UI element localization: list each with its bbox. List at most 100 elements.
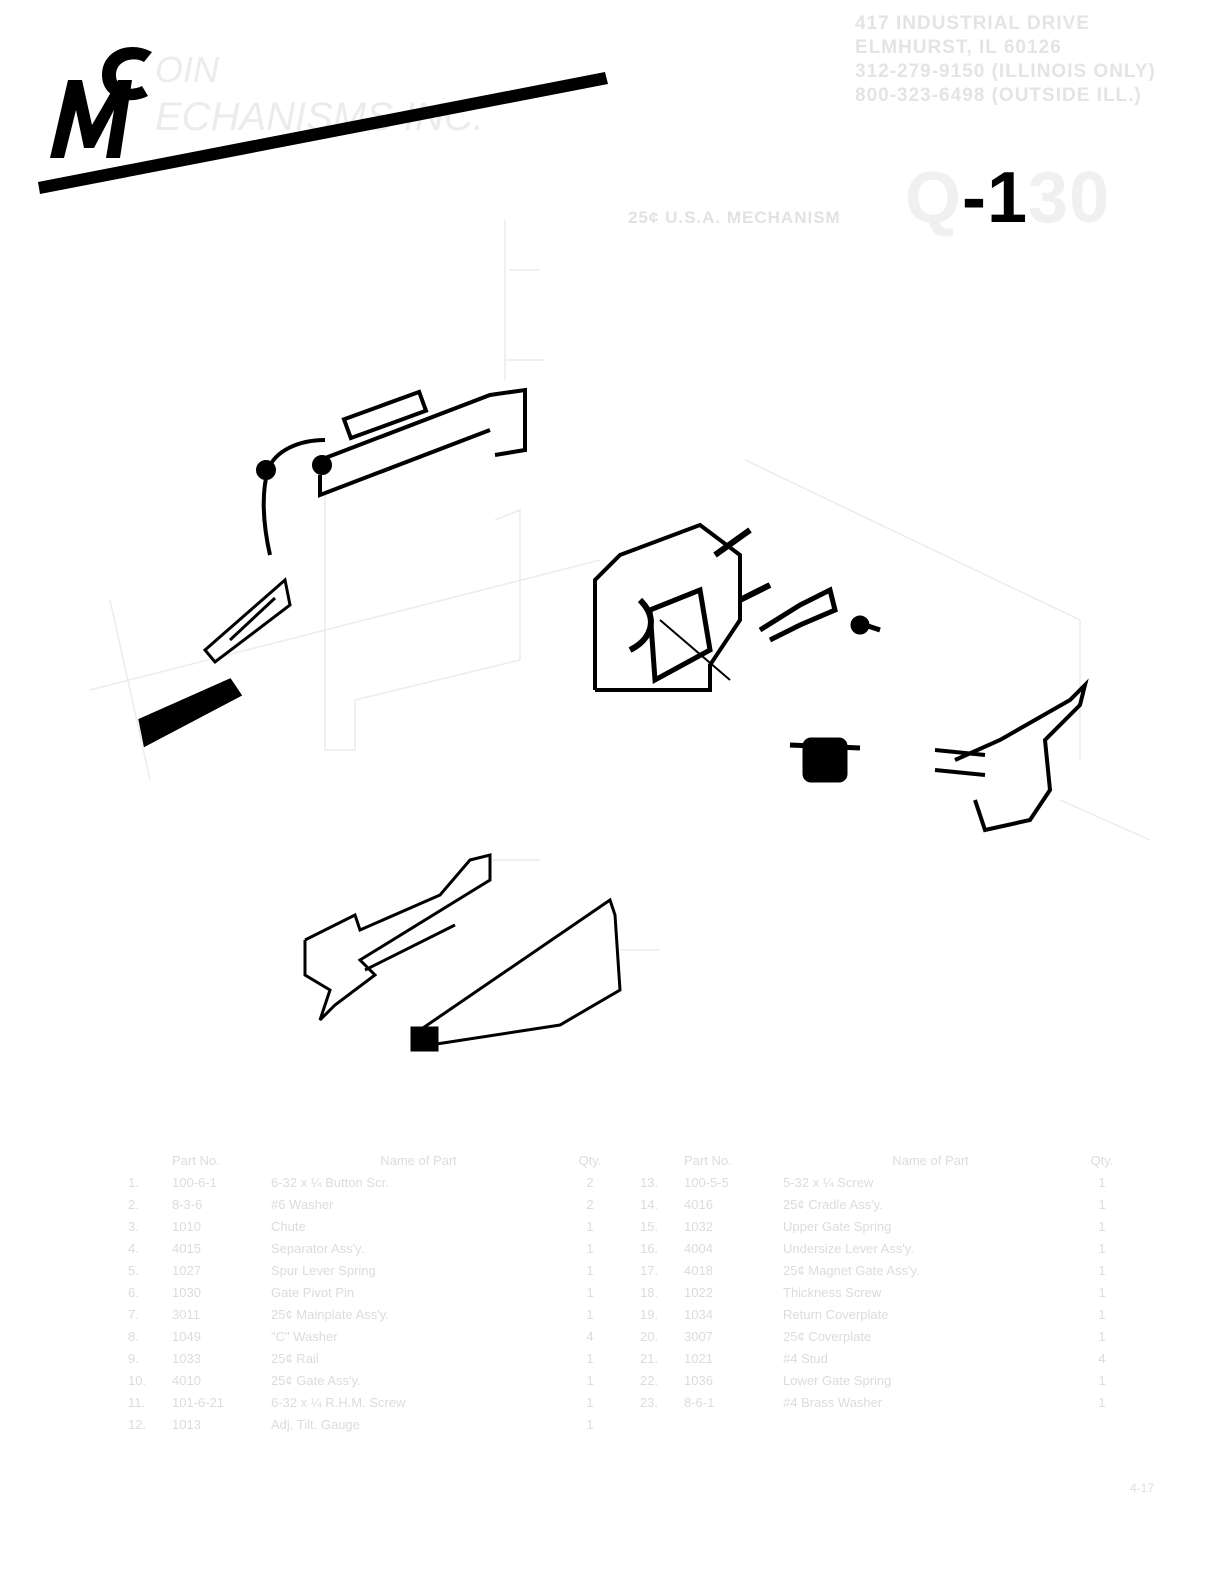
quantity: 1 [586, 1351, 594, 1366]
address-line: 312-279-9150 (ILLINOIS ONLY) [855, 61, 1156, 82]
part-number: 1027 [172, 1263, 201, 1278]
address-line: 800-323-6498 (OUTSIDE ILL.) [855, 85, 1142, 106]
part-number: 1022 [684, 1285, 713, 1300]
item-number: 9. [128, 1351, 139, 1366]
header-qty: Qty. [578, 1153, 602, 1168]
logo-letter-m [50, 80, 132, 158]
header-part-no: Part No. [684, 1153, 732, 1168]
part-name: 5-32 x ¼ Screw [783, 1175, 874, 1190]
item-number: 19. [640, 1307, 659, 1322]
part-number: 1032 [684, 1219, 713, 1234]
parts-list-left: Part No. Name of Part Qty. 1. 100-6-1 6-32… [128, 1150, 608, 1436]
company-logo: OIN ECHANISMS INC. [38, 46, 608, 194]
leader-lines [89, 220, 1151, 951]
part-number: 8-6-1 [684, 1395, 715, 1410]
part-number: 100-6-1 [172, 1175, 217, 1190]
parts-row: 5. 1027 Spur Lever Spring 1 [128, 1260, 608, 1282]
header-name: Name of Part [380, 1153, 457, 1168]
quantity: 1 [1098, 1329, 1106, 1344]
model-number: Q-130 [905, 158, 1110, 238]
item-number: 18. [640, 1285, 659, 1300]
item-number: 23. [640, 1395, 659, 1410]
part-name: #4 Stud [783, 1351, 828, 1366]
item-number: 20. [640, 1329, 659, 1344]
svg-text:OIN: OIN [155, 49, 220, 90]
item-number: 6. [128, 1285, 139, 1300]
header-qty: Qty. [1090, 1153, 1114, 1168]
quantity: 4 [586, 1329, 594, 1344]
part-number: 1034 [684, 1307, 713, 1322]
quantity: 1 [586, 1263, 594, 1278]
part-name: "C" Washer [271, 1329, 338, 1344]
quantity: 1 [1098, 1263, 1106, 1278]
part-name: 6-32 x ¼ Button Scr. [271, 1175, 389, 1190]
item-number: 14. [640, 1197, 659, 1212]
part-name: 25¢ Mainplate Ass'y. [271, 1307, 389, 1322]
part-number: 4004 [684, 1241, 713, 1256]
item-number: 1. [128, 1175, 139, 1190]
separator-and-rail [138, 577, 292, 748]
item-number: 5. [128, 1263, 139, 1278]
item-number: 11. [128, 1395, 146, 1410]
magnet-gate [789, 737, 861, 783]
logo-letter-c [102, 46, 152, 101]
part-name: #6 Washer [271, 1197, 334, 1212]
part-number: 4015 [172, 1241, 201, 1256]
parts-header-row: Part No. Name of Part Qty. [640, 1150, 1120, 1172]
quantity: 1 [1098, 1197, 1106, 1212]
address-line: ELMHURST, IL 60126 [855, 37, 1062, 58]
item-number: 17. [640, 1263, 659, 1278]
part-number: 3011 [172, 1307, 200, 1322]
undersize-lever [758, 586, 881, 643]
quantity: 2 [586, 1197, 594, 1212]
part-number: 1010 [172, 1219, 201, 1234]
quantity: 1 [586, 1373, 594, 1388]
item-number: 12. [128, 1417, 147, 1432]
part-name: Adj. Tilt. Gauge [271, 1417, 360, 1432]
quantity: 1 [1098, 1395, 1106, 1410]
page-number: 4-17 [1130, 1481, 1155, 1495]
part-name: Upper Gate Spring [783, 1219, 892, 1234]
item-number: 22. [640, 1373, 659, 1388]
part-name: Lower Gate Spring [783, 1373, 892, 1388]
item-number: 13. [640, 1175, 659, 1190]
quantity: 1 [586, 1417, 594, 1432]
model-dash-one: -1 [962, 158, 1029, 238]
part-number: 4018 [684, 1263, 713, 1278]
quantity: 1 [1098, 1307, 1106, 1322]
quantity: 1 [586, 1285, 594, 1300]
part-name: Thickness Screw [783, 1285, 882, 1300]
part-number: 1049 [172, 1329, 201, 1344]
part-number: 1021 [684, 1351, 713, 1366]
part-name: Spur Lever Spring [271, 1263, 376, 1278]
quantity: 1 [586, 1241, 594, 1256]
part-number: 101-6-21 [172, 1395, 225, 1410]
model-prefix: Q [905, 158, 963, 238]
header-part-no: Part No. [172, 1153, 220, 1168]
header-name: Name of Part [892, 1153, 969, 1168]
item-number: 21. [640, 1351, 659, 1366]
part-number: 1033 [172, 1351, 201, 1366]
company-address: 417 INDUSTRIAL DRIVE ELMHURST, IL 60126 … [855, 12, 1156, 108]
part-name: Chute [271, 1219, 306, 1234]
part-name: 25¢ Coverplate [783, 1329, 872, 1344]
part-number: 4010 [172, 1373, 201, 1388]
coverplate [303, 853, 622, 1052]
part-name: Return Coverplate [783, 1307, 889, 1322]
quantity: 1 [1098, 1219, 1106, 1234]
